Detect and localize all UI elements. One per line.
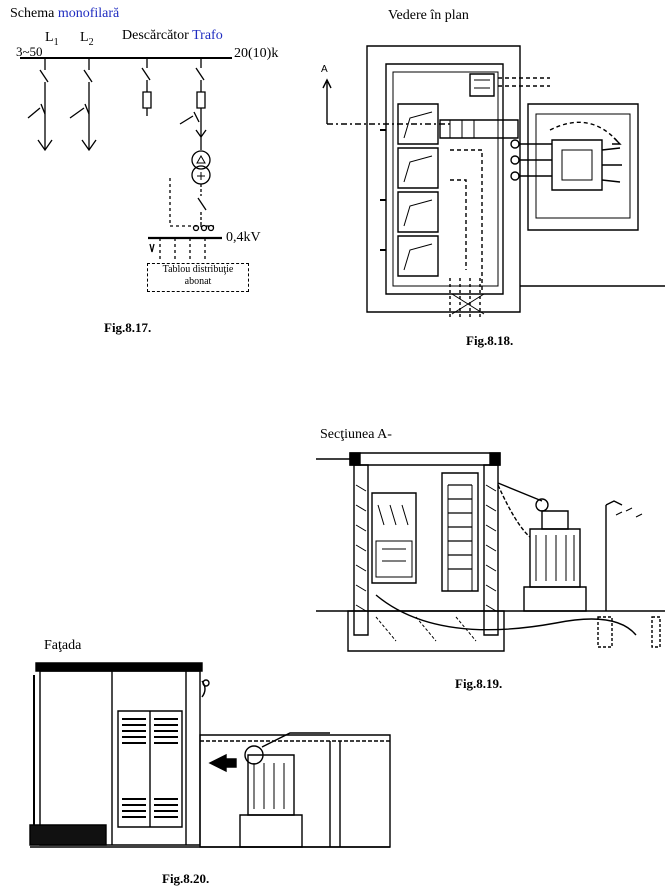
fig818-plan: [300, 20, 665, 330]
caption-fig820: Fig.8.20.: [162, 871, 210, 886]
fig819-title: Secţiunea A-: [320, 427, 392, 442]
label-descarcator-trafo: Descărcător Trafo: [122, 28, 223, 43]
fig817-diagram: [0, 0, 300, 330]
label-l1: L1: [45, 30, 59, 48]
caption-fig818: Fig.8.18.: [466, 333, 514, 348]
caption-fig817: Fig.8.17.: [104, 320, 152, 335]
panel-line-2: abonat: [184, 276, 212, 287]
fig820-title: Faţada: [44, 638, 82, 653]
fig817-title: Schema monofilară: [10, 6, 120, 21]
label-lv: 0,4kV: [226, 230, 261, 245]
section-marker-a: A: [321, 64, 328, 75]
fig818-title: Vedere în plan: [388, 8, 469, 23]
fig820-elevation: [30, 655, 390, 855]
fig819-section: [316, 445, 665, 660]
label-l2: L2: [80, 30, 94, 48]
label-bus-right: 20(10)k: [234, 46, 279, 61]
distribution-panel: Tablou distribuţie abonat: [147, 263, 249, 292]
panel-line-1: Tablou distribuţie: [162, 264, 234, 275]
caption-fig819: Fig.8.19.: [455, 676, 503, 691]
label-bus-left: 3~50: [16, 44, 43, 59]
